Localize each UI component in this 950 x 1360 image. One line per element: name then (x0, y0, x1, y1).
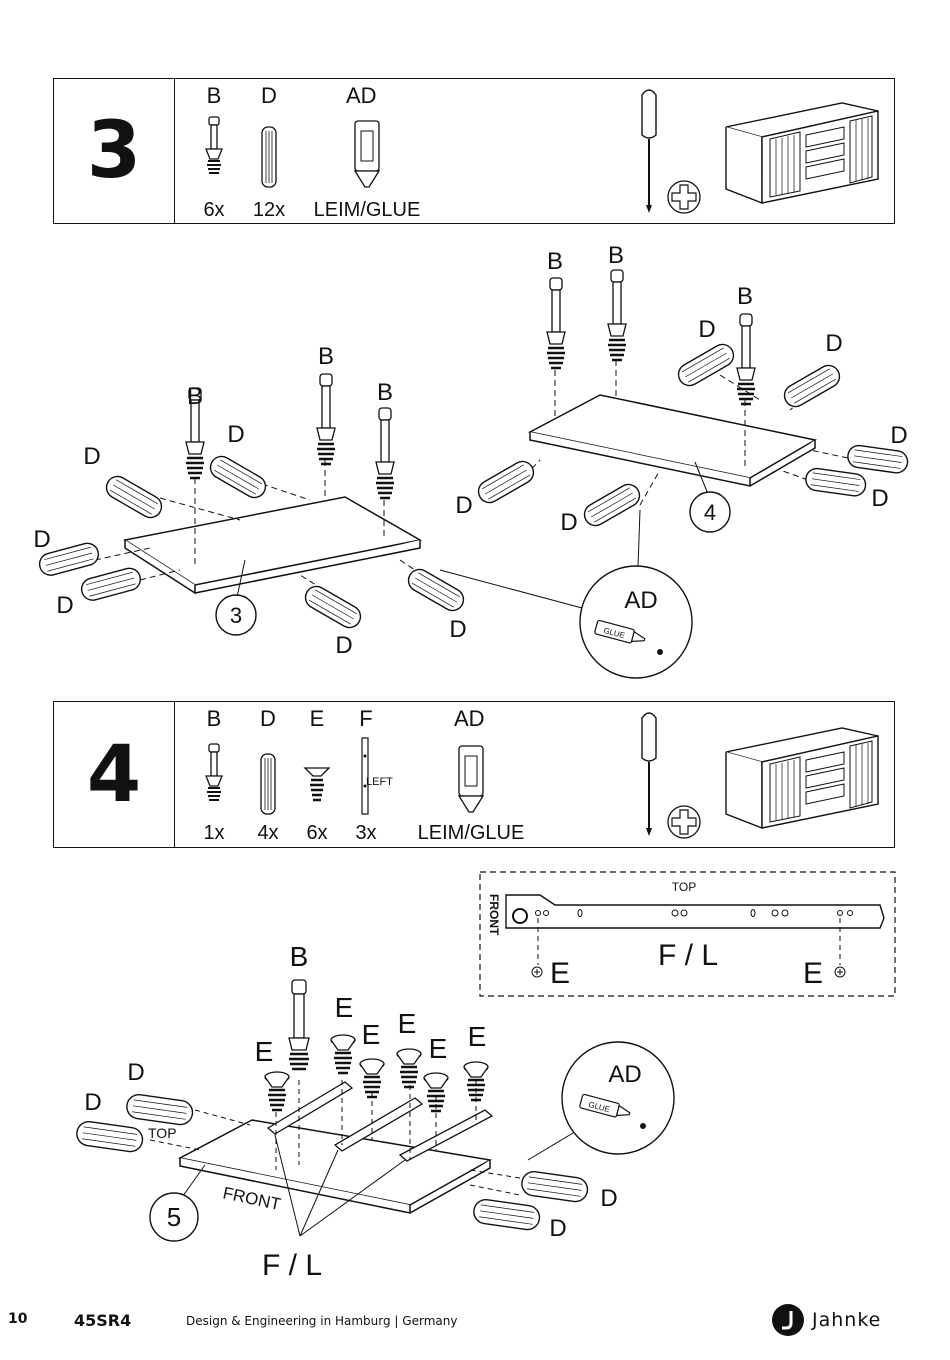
detail-front-label: FRONT (487, 894, 501, 936)
screw-icon (397, 1049, 421, 1087)
screw-icon (331, 1035, 355, 1073)
label-d: D (600, 1185, 617, 1212)
detail-e-label: E (803, 957, 823, 990)
cam-bolt-icon (289, 980, 309, 1069)
brand-name: Jahnke (812, 1309, 881, 1331)
label-d: D (84, 1089, 101, 1116)
label-e: E (362, 1019, 381, 1050)
glue-callout-label: AD (608, 1061, 641, 1088)
panel-number-5: 5 (167, 1202, 181, 1232)
screw-icon (532, 967, 542, 977)
label-d: D (549, 1215, 566, 1242)
detail-fl-label: F / L (658, 939, 718, 972)
screw-icon (835, 967, 845, 977)
label-e: E (398, 1008, 417, 1039)
label-e: E (335, 992, 354, 1023)
label-b: B (290, 941, 309, 972)
step-4-assembly-diagram: TOP FRONT F / L E E TOP FRONT 5 F / L AD (0, 0, 950, 1300)
label-e: E (429, 1033, 448, 1064)
screw-icon (424, 1073, 448, 1111)
label-d: D (127, 1059, 144, 1086)
screw-icon (464, 1062, 488, 1100)
detail-top-label: TOP (672, 880, 696, 894)
board-top-label: TOP (148, 1125, 177, 1141)
tagline: Design & Engineering in Hamburg | German… (186, 1314, 457, 1328)
label-e: E (468, 1021, 487, 1052)
detail-e-label: E (550, 957, 570, 990)
dowel-icon (125, 1093, 194, 1126)
screw-icon (360, 1059, 384, 1097)
page-number: 10 (8, 1311, 27, 1327)
dowel-icon (472, 1198, 541, 1231)
dowel-icon (520, 1170, 589, 1203)
model-number: 45SR4 (74, 1311, 131, 1330)
label-e: E (255, 1036, 274, 1067)
board-front-label: FRONT (221, 1183, 282, 1214)
screw-icon (265, 1072, 289, 1110)
dowel-icon (75, 1120, 144, 1153)
page-footer: 10 45SR4 Design & Engineering in Hamburg… (0, 1305, 950, 1335)
runner-fl-label: F / L (262, 1249, 322, 1282)
jahnke-logo-icon (771, 1303, 805, 1337)
